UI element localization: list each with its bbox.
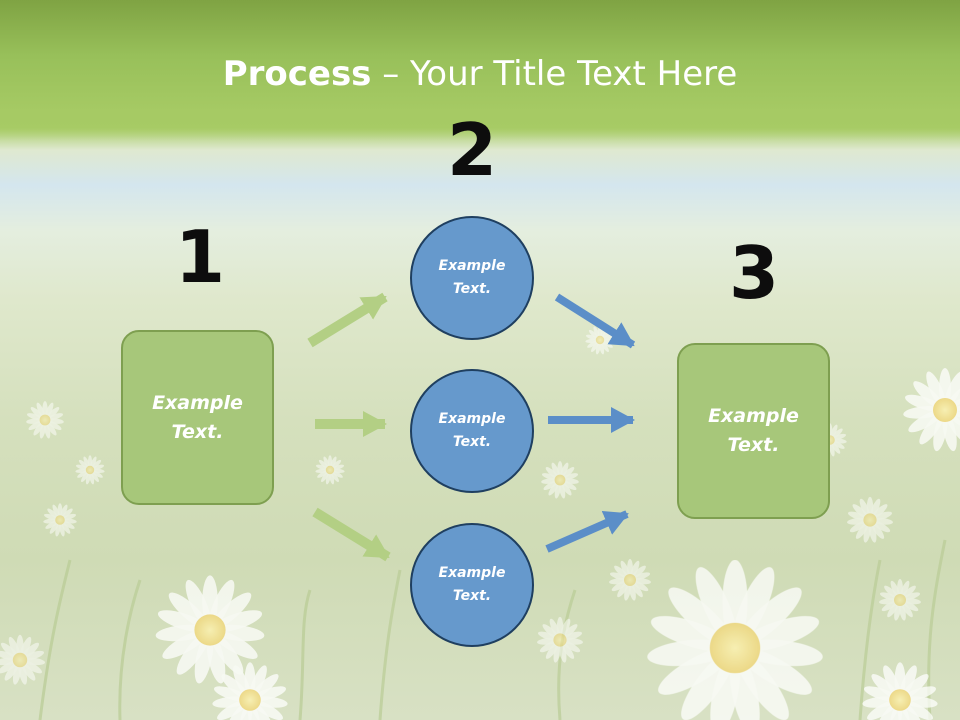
circle-bottom-text: Example Text.	[439, 562, 506, 608]
title-rest: – Your Title Text Here	[371, 54, 738, 94]
step-number-1: 1	[174, 215, 226, 299]
title-band	[0, 0, 960, 140]
step-1-box: Example Text.	[121, 330, 274, 505]
circle-bottom-line2: Text.	[452, 588, 492, 604]
circle-top-line1: Example	[438, 258, 506, 274]
slide-title: Process – Your Title Text Here	[0, 52, 960, 96]
circle-middle-text: Example Text.	[439, 408, 506, 454]
step-1-text: Example Text.	[152, 389, 243, 447]
step-3-text: Example Text.	[708, 402, 799, 460]
circle-bottom: Example Text.	[410, 523, 534, 647]
blue-arrow-up	[545, 510, 629, 553]
step-3-text-line2: Text.	[727, 434, 780, 456]
step-3-text-line1: Example	[708, 405, 799, 427]
green-arrow-down	[312, 507, 391, 562]
circle-bottom-line1: Example	[438, 565, 506, 581]
circle-middle: Example Text.	[410, 369, 534, 493]
title-bold: Process	[222, 54, 372, 94]
circle-top: Example Text.	[410, 216, 534, 340]
step-1-text-line1: Example	[152, 391, 243, 414]
step-3-box: Example Text.	[677, 343, 830, 519]
step-number-2: 2	[446, 108, 498, 192]
blue-arrow-down	[554, 293, 636, 349]
green-arrow-up	[307, 292, 388, 348]
circle-top-text: Example Text.	[439, 255, 506, 301]
step-number-3: 3	[728, 231, 780, 315]
step-1-text-line2: Text.	[171, 420, 224, 443]
circle-middle-line2: Text.	[452, 434, 492, 450]
circle-middle-line1: Example	[438, 411, 506, 427]
circle-top-line2: Text.	[452, 281, 492, 297]
